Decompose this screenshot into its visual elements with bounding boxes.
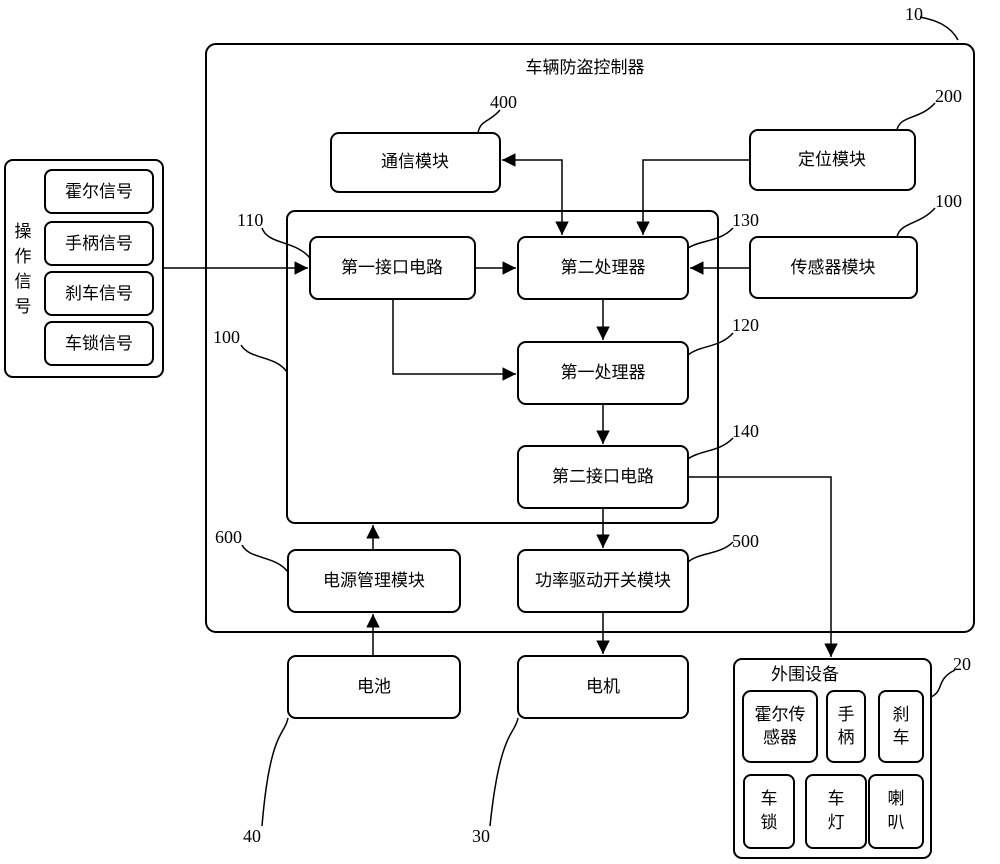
first-processor: 第一处理器 — [518, 342, 688, 404]
ref-core-100: 100 — [213, 327, 240, 347]
light-label: 灯 — [828, 813, 845, 833]
first-interface-circuit: 第一接口电路 — [310, 237, 475, 299]
ref-120: 120 — [732, 315, 759, 335]
power-mgmt-label: 电源管理模块 — [323, 571, 425, 591]
ref-200: 200 — [935, 86, 962, 106]
handle-label: 手 — [838, 705, 855, 725]
horn-label: 叭 — [888, 813, 905, 833]
second-interface-circuit: 第二接口电路 — [518, 446, 688, 508]
second-processor-label: 第二处理器 — [561, 258, 646, 278]
op-label-char: 作 — [15, 247, 32, 267]
ref-20: 20 — [953, 654, 971, 674]
sensor-label: 传感器模块 — [791, 258, 876, 278]
lock-label: 锁 — [761, 813, 778, 833]
brake-signal: 刹车信号 — [65, 284, 133, 304]
power-drive-label: 功率驱动开关模块 — [535, 571, 671, 591]
ref-110: 110 — [237, 210, 263, 230]
handle-signal: 手柄信号 — [65, 234, 133, 254]
motor-label: 电机 — [586, 677, 620, 697]
ref-40: 40 — [243, 826, 261, 846]
ref-30: 30 — [472, 826, 490, 846]
sensor-module: 传感器模块 — [750, 237, 917, 298]
ref-130: 130 — [732, 210, 759, 230]
motor: 电机 — [518, 656, 688, 718]
power-drive-switch-module: 功率驱动开关模块 — [518, 550, 688, 612]
positioning-module: 定位模块 — [750, 130, 915, 190]
first-interface-label: 第一接口电路 — [341, 258, 443, 278]
ref-600: 600 — [215, 527, 242, 547]
controller-title: 车辆防盗控制器 — [526, 58, 645, 78]
peripherals-title: 外围设备 — [771, 665, 839, 685]
horn-label: 喇 — [888, 789, 905, 809]
ref-10: 10 — [905, 4, 923, 24]
comm-module: 通信模块 — [331, 133, 500, 192]
power-management-module: 电源管理模块 — [288, 550, 460, 612]
comm-label: 通信模块 — [381, 152, 449, 172]
peripherals-group: 外围设备 霍尔传 感器 手 柄 刹 车 车 锁 车 灯 喇 叭 — [734, 659, 931, 858]
battery: 电池 — [288, 656, 460, 718]
ref-400: 400 — [490, 92, 517, 112]
operation-signals-group: 操 作 信 号 霍尔信号 手柄信号 刹车信号 车锁信号 — [5, 160, 163, 377]
hall-sensor-label: 感器 — [763, 728, 797, 748]
first-processor-label: 第一处理器 — [561, 363, 646, 383]
positioning-label: 定位模块 — [798, 150, 866, 170]
brake-label: 刹 — [893, 705, 910, 725]
ref-sensor-100: 100 — [935, 191, 962, 211]
ref-140: 140 — [732, 421, 759, 441]
op-label-char: 信 — [15, 272, 32, 292]
op-label-char: 号 — [15, 297, 32, 317]
second-processor: 第二处理器 — [518, 237, 688, 299]
brake-label: 车 — [893, 728, 910, 748]
light-label: 车 — [828, 789, 845, 809]
lock-label: 车 — [761, 789, 778, 809]
lock-signal: 车锁信号 — [65, 334, 133, 354]
hall-signal: 霍尔信号 — [65, 182, 133, 202]
battery-label: 电池 — [357, 677, 391, 697]
op-label-char: 操 — [15, 222, 32, 242]
hall-sensor-label: 霍尔传 — [755, 705, 806, 725]
second-interface-label: 第二接口电路 — [552, 467, 654, 487]
handle-label: 柄 — [838, 728, 855, 748]
ref-500: 500 — [732, 531, 759, 551]
